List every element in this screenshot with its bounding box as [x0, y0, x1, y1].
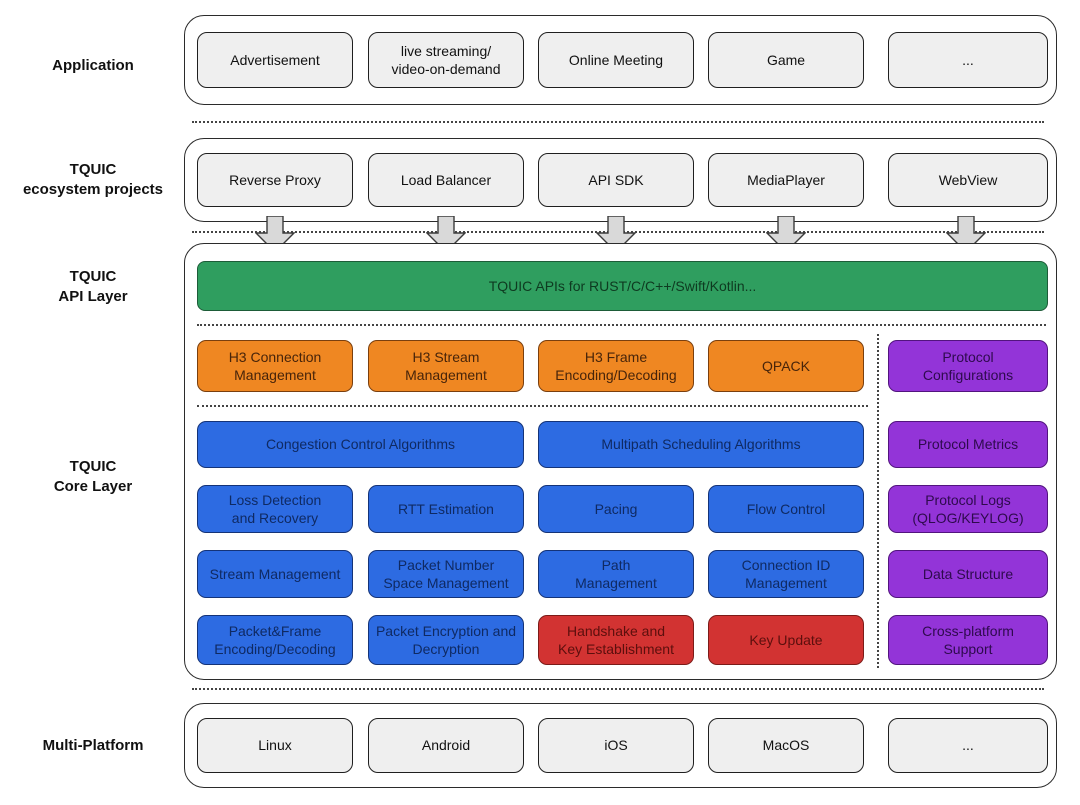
down-arrow-icon: [595, 215, 637, 253]
platform-box: ...: [888, 718, 1048, 773]
down-arrow-icon: [254, 215, 296, 253]
platform-box: iOS: [538, 718, 694, 773]
dotted-divider: [197, 405, 868, 407]
down-arrow-icon: [425, 215, 467, 253]
core-box: Path Management: [538, 550, 694, 598]
core-box: Stream Management: [197, 550, 353, 598]
crypto-box: Handshake and Key Establishment: [538, 615, 694, 665]
utility-box: Cross-platform Support: [888, 615, 1048, 665]
core-box: Pacing: [538, 485, 694, 533]
eco-box: WebView: [888, 153, 1048, 207]
core-box: Congestion Control Algorithms: [197, 421, 524, 468]
utility-box: Protocol Configurations: [888, 340, 1048, 392]
dotted-divider-vertical: [877, 334, 879, 668]
dotted-divider: [197, 324, 1046, 326]
app-box: live streaming/ video-on-demand: [368, 32, 524, 88]
app-box: Online Meeting: [538, 32, 694, 88]
label-platform: Multi-Platform: [42, 737, 144, 754]
app-box: Advertisement: [197, 32, 353, 88]
eco-box: MediaPlayer: [708, 153, 864, 207]
h3-box: QPACK: [708, 340, 864, 392]
core-box: Packet Encryption and Decryption: [368, 615, 524, 665]
h3-box: H3 Stream Management: [368, 340, 524, 392]
label-core-layer: TQUIC Core Layer: [53, 458, 133, 496]
app-box: Game: [708, 32, 864, 88]
core-box: Loss Detection and Recovery: [197, 485, 353, 533]
label-ecosystem: TQUIC ecosystem projects: [22, 161, 164, 199]
core-box: Flow Control: [708, 485, 864, 533]
dotted-divider: [192, 121, 1044, 123]
platform-box: MacOS: [708, 718, 864, 773]
core-box: Packet Number Space Management: [368, 550, 524, 598]
eco-box: Load Balancer: [368, 153, 524, 207]
core-box: Multipath Scheduling Algorithms: [538, 421, 864, 468]
crypto-box: Key Update: [708, 615, 864, 665]
utility-box: Protocol Metrics: [888, 421, 1048, 468]
label-api-layer: TQUIC API Layer: [58, 268, 128, 306]
api-bar: TQUIC APIs for RUST/C/C++/Swift/Kotlin..…: [197, 261, 1048, 311]
down-arrow-icon: [765, 215, 807, 253]
h3-box: H3 Connection Management: [197, 340, 353, 392]
eco-box: Reverse Proxy: [197, 153, 353, 207]
core-box: RTT Estimation: [368, 485, 524, 533]
down-arrow-icon: [945, 215, 987, 253]
core-box: Packet&Frame Encoding/Decoding: [197, 615, 353, 665]
app-box: ...: [888, 32, 1048, 88]
dotted-divider: [192, 688, 1044, 690]
eco-box: API SDK: [538, 153, 694, 207]
core-box: Connection ID Management: [708, 550, 864, 598]
utility-box: Data Structure: [888, 550, 1048, 598]
utility-box: Protocol Logs (QLOG/KEYLOG): [888, 485, 1048, 533]
h3-box: H3 Frame Encoding/Decoding: [538, 340, 694, 392]
label-application: Application: [52, 57, 134, 74]
platform-box: Linux: [197, 718, 353, 773]
platform-box: Android: [368, 718, 524, 773]
